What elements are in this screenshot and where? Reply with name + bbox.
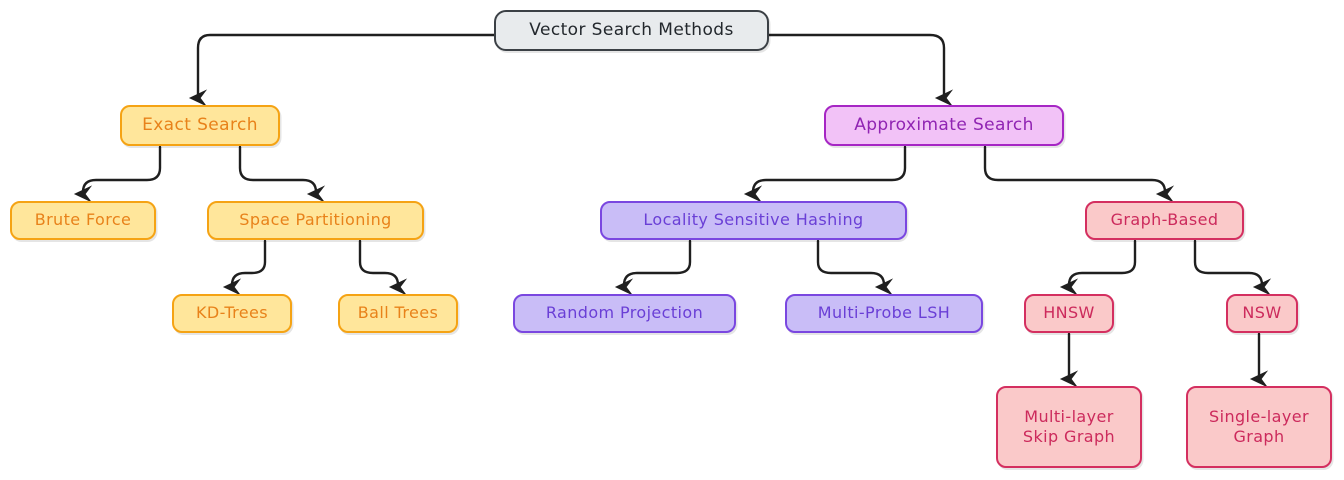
node-nsw[interactable]: NSW: [1226, 294, 1298, 333]
node-spacepart[interactable]: Space Partitioning: [207, 201, 424, 240]
node-label-nsw: NSW: [1242, 303, 1282, 323]
node-label-spacepart: Space Partitioning: [239, 210, 392, 230]
node-approx[interactable]: Approximate Search: [824, 105, 1064, 146]
node-exact[interactable]: Exact Search: [120, 105, 280, 146]
edge-root-to-exact: [188, 33, 496, 107]
node-multilayer[interactable]: Multi-layer Skip Graph: [996, 386, 1142, 468]
node-graph[interactable]: Graph-Based: [1085, 201, 1244, 240]
edge-spacepart-to-balltrees: [358, 239, 408, 296]
node-randproj[interactable]: Random Projection: [513, 294, 736, 333]
edge-spacepart-to-kdtrees: [222, 239, 267, 296]
node-label-singlelayer: Single-layer Graph: [1209, 406, 1309, 446]
node-label-brute: Brute Force: [34, 210, 132, 230]
edge-lsh-to-multiprobe: [816, 239, 894, 296]
node-multiprobe[interactable]: Multi-Probe LSH: [785, 294, 983, 333]
edge-approx-to-lsh: [743, 145, 907, 203]
node-label-kdtrees: KD-Trees: [196, 303, 268, 323]
node-singlelayer[interactable]: Single-layer Graph: [1186, 386, 1332, 468]
node-label-multilayer: Multi-layer Skip Graph: [1022, 406, 1116, 446]
node-label-hnsw: HNSW: [1043, 303, 1095, 323]
edge-root-to-approx: [767, 33, 954, 107]
edge-lsh-to-randproj: [614, 239, 692, 296]
node-label-lsh: Locality Sensitive Hashing: [643, 210, 864, 230]
node-lsh[interactable]: Locality Sensitive Hashing: [600, 201, 907, 240]
edge-exact-to-brute: [73, 145, 162, 203]
node-label-root: Vector Search Methods: [529, 19, 734, 40]
node-label-randproj: Random Projection: [545, 303, 704, 323]
edge-approx-to-graph: [983, 145, 1175, 203]
node-hnsw[interactable]: HNSW: [1024, 294, 1114, 333]
node-kdtrees[interactable]: KD-Trees: [172, 294, 292, 333]
edge-exact-to-spacepart: [238, 145, 326, 203]
node-label-approx: Approximate Search: [854, 114, 1034, 135]
node-balltrees[interactable]: Ball Trees: [338, 294, 458, 333]
node-label-balltrees: Ball Trees: [357, 303, 439, 323]
node-label-graph: Graph-Based: [1110, 210, 1219, 230]
node-label-multiprobe: Multi-Probe LSH: [817, 303, 951, 323]
edge-graph-to-hnsw: [1059, 239, 1137, 296]
edge-graph-to-nsw: [1193, 239, 1272, 296]
node-brute[interactable]: Brute Force: [10, 201, 156, 240]
node-label-exact: Exact Search: [142, 114, 258, 135]
node-root[interactable]: Vector Search Methods: [494, 10, 769, 51]
